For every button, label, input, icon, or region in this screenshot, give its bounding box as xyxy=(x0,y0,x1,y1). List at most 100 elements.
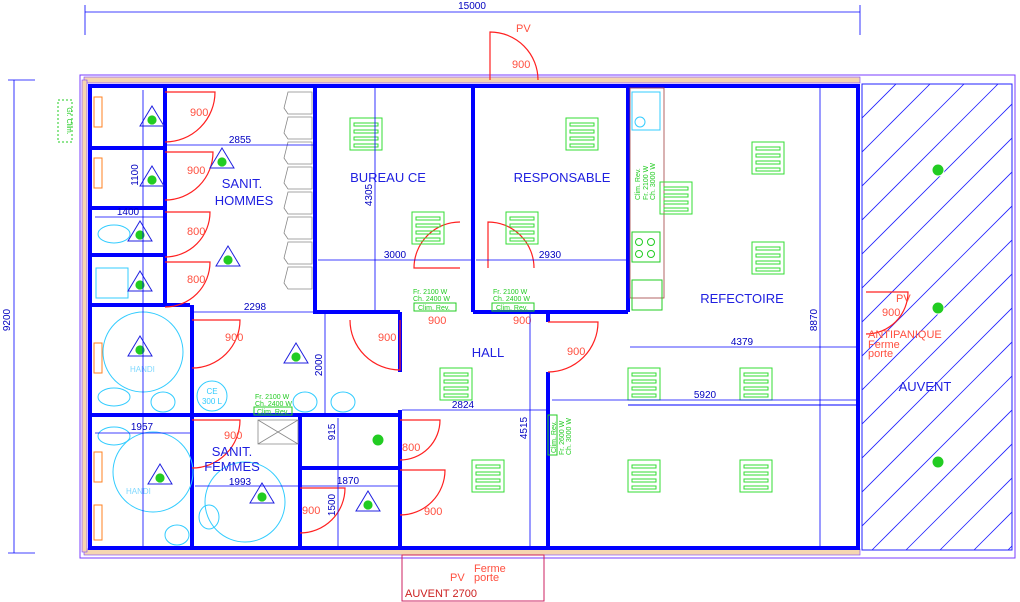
door[interactable]: 800 xyxy=(164,211,211,258)
gr-clim-label: Gr. Clim. xyxy=(65,107,72,134)
door[interactable]: 900 xyxy=(489,31,539,81)
detector-icon xyxy=(931,455,945,469)
dim-1870: 1870 xyxy=(337,476,360,487)
smoke-detector-icon xyxy=(355,490,381,512)
clim-unit-responsable: Fr. 2100 W Ch. 2400 W Clim. Rev. xyxy=(491,289,535,312)
pv-label: PV xyxy=(896,293,911,305)
hatch-line xyxy=(862,171,1012,323)
clim-unit-kitchen: Clim. Rev. Fr. 2100 W Ch. 3000 W xyxy=(635,163,657,200)
room-label-auvent: AUVENT xyxy=(899,379,952,394)
door-swing xyxy=(164,211,211,258)
door-width-label: 900 xyxy=(225,332,243,344)
door[interactable]: 900 xyxy=(413,221,461,327)
door[interactable]: 900 xyxy=(164,151,214,201)
door-swing xyxy=(547,321,599,373)
locker-bench xyxy=(283,91,313,290)
ventilation-grille-icon xyxy=(751,241,785,275)
dim-915: 915 xyxy=(327,423,338,440)
ventilation-grille-icon xyxy=(471,459,505,493)
door-width-label: 800 xyxy=(187,274,205,286)
ventilation-grille-icon xyxy=(349,117,383,151)
handi-label: HANDI xyxy=(126,487,151,496)
room-label-bureau-ce: BUREAU CE xyxy=(350,170,426,185)
room-label-responsable: RESPONSABLE xyxy=(514,170,611,185)
smoke-detector-icon xyxy=(215,245,241,267)
door[interactable]: 900 xyxy=(299,487,346,534)
dim-2930: 2930 xyxy=(539,250,562,261)
door[interactable]: 900 xyxy=(547,321,599,373)
door-swing xyxy=(191,319,241,369)
clim-unit-refectoire: Clim. Rev. Fr. 2600 W Ch. 3000 W xyxy=(547,414,573,456)
hatch-line xyxy=(862,205,1012,357)
door-width-label: 900 xyxy=(567,346,585,358)
smoke-detector-icon xyxy=(249,482,275,504)
dim-2000: 2000 xyxy=(314,353,325,376)
overall-width-label: 15000 xyxy=(458,1,486,12)
clim-power-heat: Ch. 2400 W xyxy=(493,296,530,303)
ferme-porte-label: Ferme xyxy=(474,563,506,575)
clim-unit-sanit: Fr. 2100 W Ch. 2400 W Clim. Rev. xyxy=(253,394,293,416)
ventilation-grille-icon xyxy=(751,141,785,175)
door-swing xyxy=(299,487,346,534)
bench-segment xyxy=(283,191,313,215)
room-label-refectoire: REFECTOIRE xyxy=(700,291,784,306)
door[interactable]: 900 xyxy=(399,469,446,518)
dim-2298: 2298 xyxy=(244,302,267,313)
smoke-detector-icon xyxy=(127,270,153,292)
door[interactable]: 900 xyxy=(191,419,242,469)
door[interactable]: 800 xyxy=(399,419,441,461)
door-swing xyxy=(164,261,211,308)
ventilation-grille-icon xyxy=(627,367,661,401)
hatch-line xyxy=(905,443,1012,550)
door-width-label: 900 xyxy=(187,165,205,177)
door[interactable]: 900 xyxy=(865,291,909,335)
ventilation-grille-icon xyxy=(411,211,445,245)
ferme-porte-label-2: porte xyxy=(474,572,499,584)
hatch-line xyxy=(862,239,1012,391)
overall-height-label: 9200 xyxy=(2,308,13,331)
sanitary-fixtures: CE 300 L HANDI HANDI xyxy=(93,96,356,546)
door-swing xyxy=(164,151,214,201)
room-label-sanit-femmes-2: FEMMES xyxy=(204,459,260,474)
door-width-label: 800 xyxy=(402,442,420,454)
dim-3000: 3000 xyxy=(384,250,407,261)
detector-icon xyxy=(371,433,385,447)
water-heater-capacity: 300 L xyxy=(202,397,223,406)
auvent-entry-label: AUVENT 2700 xyxy=(405,588,477,600)
clim-power-heat: Ch. 3000 W xyxy=(566,418,573,455)
ceiling-grilles xyxy=(349,117,785,493)
door-swing xyxy=(349,319,401,371)
dimension-overall-height: 9200 xyxy=(2,79,35,554)
door[interactable]: 900 xyxy=(164,91,216,143)
dim-4515: 4515 xyxy=(519,416,530,439)
dim-1957: 1957 xyxy=(131,422,154,433)
clim-power-cold: Fr. 2100 W xyxy=(255,394,290,401)
door-width-label: 900 xyxy=(513,315,531,327)
dim-2824: 2824 xyxy=(452,400,475,411)
door-swing xyxy=(399,419,441,461)
smoke-detector-icon xyxy=(283,342,309,364)
door[interactable]: 900 xyxy=(191,319,243,369)
hatch-line xyxy=(862,341,1012,493)
door[interactable]: 900 xyxy=(349,319,401,371)
dim-1993: 1993 xyxy=(229,477,252,488)
clim-power-cold: Fr. 2100 W xyxy=(493,289,528,296)
pv-label: PV xyxy=(450,572,465,584)
dim-4379: 4379 xyxy=(731,337,754,348)
hatch-line xyxy=(862,84,965,187)
ferme-porte-label: Ferme xyxy=(868,339,900,351)
door-swing xyxy=(164,91,216,143)
entrance-canopy: AUVENT 2700 xyxy=(401,554,545,602)
door-width-label: 800 xyxy=(187,226,205,238)
door-swing xyxy=(489,31,539,81)
equipment-labels: Gr. Clim. Fr. 2100 W Ch. 2400 W Clim. Re… xyxy=(57,99,657,456)
interior-walls xyxy=(90,86,860,548)
door[interactable]: 800 xyxy=(164,261,211,308)
pv-label: PV xyxy=(516,23,531,35)
door-width-label: 900 xyxy=(224,430,242,442)
clim-type: Clim. Rev. xyxy=(257,409,289,416)
hatch-line xyxy=(871,409,1012,550)
bench-segment xyxy=(283,91,313,115)
door-swing xyxy=(487,221,535,269)
clim-power-heat: Ch. 2400 W xyxy=(255,401,292,408)
